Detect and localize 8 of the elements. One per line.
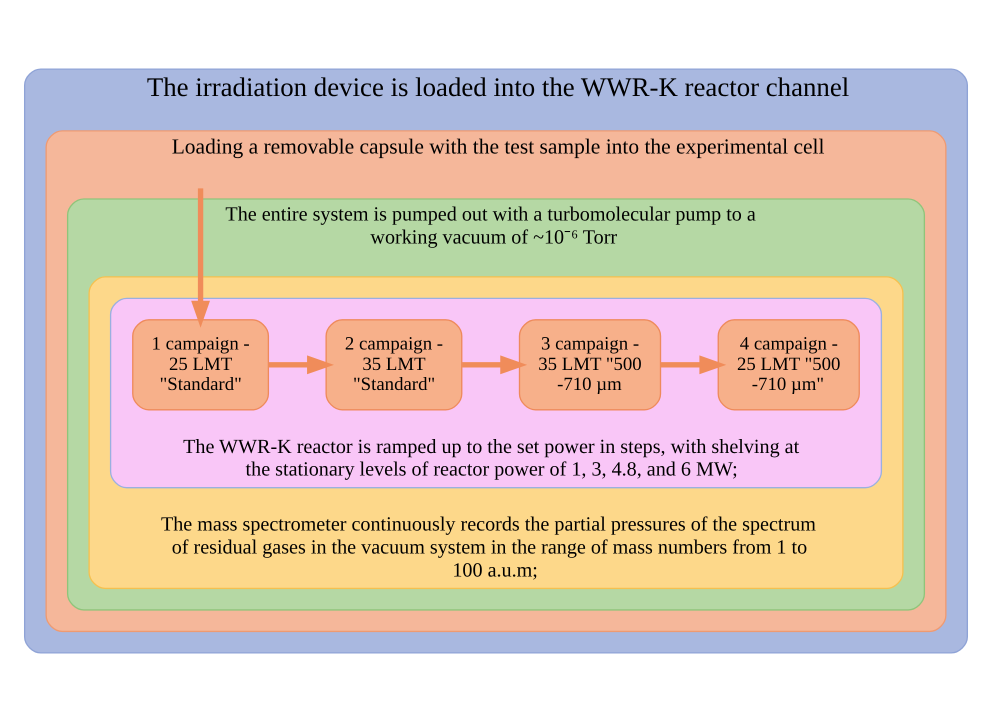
node-box: 3 campaign - 35 LMT "500 -710 µm — [518, 319, 662, 410]
arrow — [660, 355, 726, 374]
arrow — [462, 355, 528, 374]
arrow — [268, 355, 334, 374]
arrow — [191, 188, 210, 328]
node-box: 4 campaign - 25 LMT "500 -710 µm" — [718, 319, 860, 410]
node-box: 1 campaign - 25 LMT "Standard" — [132, 319, 270, 410]
node-box: 2 campaign - 35 LMT "Standard" — [325, 319, 462, 410]
